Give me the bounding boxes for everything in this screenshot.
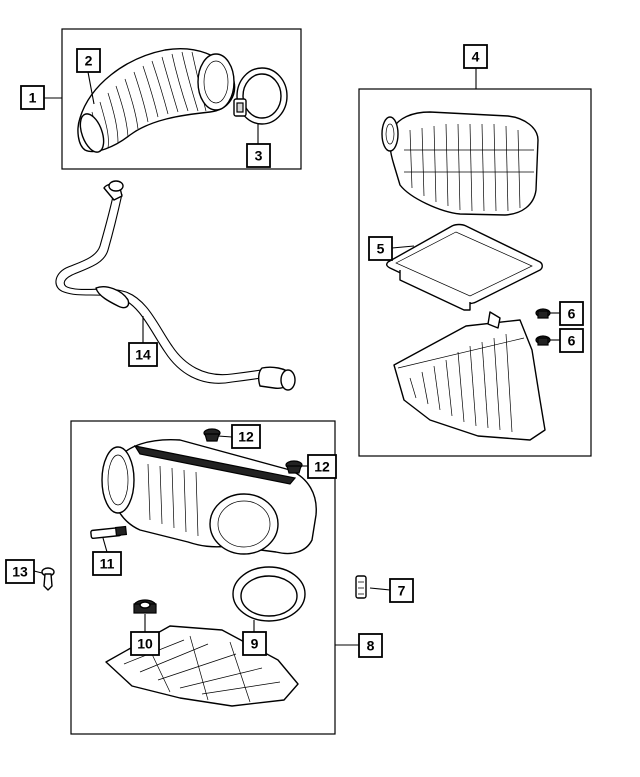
group-frame-air-cleaner-housing <box>358 88 592 457</box>
callout-4-label: 4 <box>472 49 480 65</box>
hose-clamp-part <box>233 67 288 125</box>
callout-10: 10 <box>130 631 160 656</box>
callout-12-lower: 12 <box>307 454 337 479</box>
callout-10-label: 10 <box>137 636 153 652</box>
callout-6-upper: 6 <box>559 301 584 326</box>
callout-2-label: 2 <box>85 53 93 69</box>
clip-part <box>355 575 367 599</box>
callout-1: 1 <box>20 85 45 110</box>
callout-1-label: 1 <box>29 90 37 106</box>
callout-7-label: 7 <box>398 583 406 599</box>
callout-7: 7 <box>389 578 414 603</box>
callout-13-label: 13 <box>12 564 28 580</box>
seal-ring-part <box>232 566 306 622</box>
group-frame-intake-hose <box>61 28 302 170</box>
callout-12-upper-label: 12 <box>238 429 254 445</box>
air-temp-sensor-part <box>90 525 128 540</box>
callout-6-lower: 6 <box>559 328 584 353</box>
callout-13: 13 <box>5 559 35 584</box>
callout-8: 8 <box>358 633 383 658</box>
callout-14: 14 <box>128 342 158 367</box>
grommet-lower-part <box>535 335 551 346</box>
resonator-assembly-part <box>101 438 317 555</box>
air-cleaner-cover-part <box>381 111 539 216</box>
callout-2: 2 <box>76 48 101 73</box>
callout-5: 5 <box>368 236 393 261</box>
air-filter-part <box>386 223 543 311</box>
leader-lines <box>33 68 560 646</box>
callout-9-label: 9 <box>251 636 259 652</box>
intake-hose-part <box>77 48 236 153</box>
callout-5-label: 5 <box>377 241 385 257</box>
plug-lower-part <box>285 460 303 474</box>
grommet-10-part <box>133 599 157 614</box>
air-cleaner-housing-part <box>393 311 546 441</box>
grommet-upper-part <box>535 308 551 319</box>
callout-12-lower-label: 12 <box>314 459 330 475</box>
callout-6-lower-label: 6 <box>568 333 576 349</box>
callout-6-upper-label: 6 <box>568 306 576 322</box>
group-frame-resonator-assembly <box>70 420 336 735</box>
callout-4: 4 <box>463 44 488 69</box>
callout-8-label: 8 <box>367 638 375 654</box>
vent-hose-part <box>55 180 296 391</box>
callout-14-label: 14 <box>135 347 151 363</box>
callout-3-label: 3 <box>255 148 263 164</box>
callout-3: 3 <box>246 143 271 168</box>
callout-11: 11 <box>92 551 122 576</box>
callout-12-upper: 12 <box>231 424 261 449</box>
callout-11-label: 11 <box>100 556 115 572</box>
push-pin-part <box>41 567 55 591</box>
plug-upper-part <box>203 428 221 442</box>
callout-9: 9 <box>242 631 267 656</box>
